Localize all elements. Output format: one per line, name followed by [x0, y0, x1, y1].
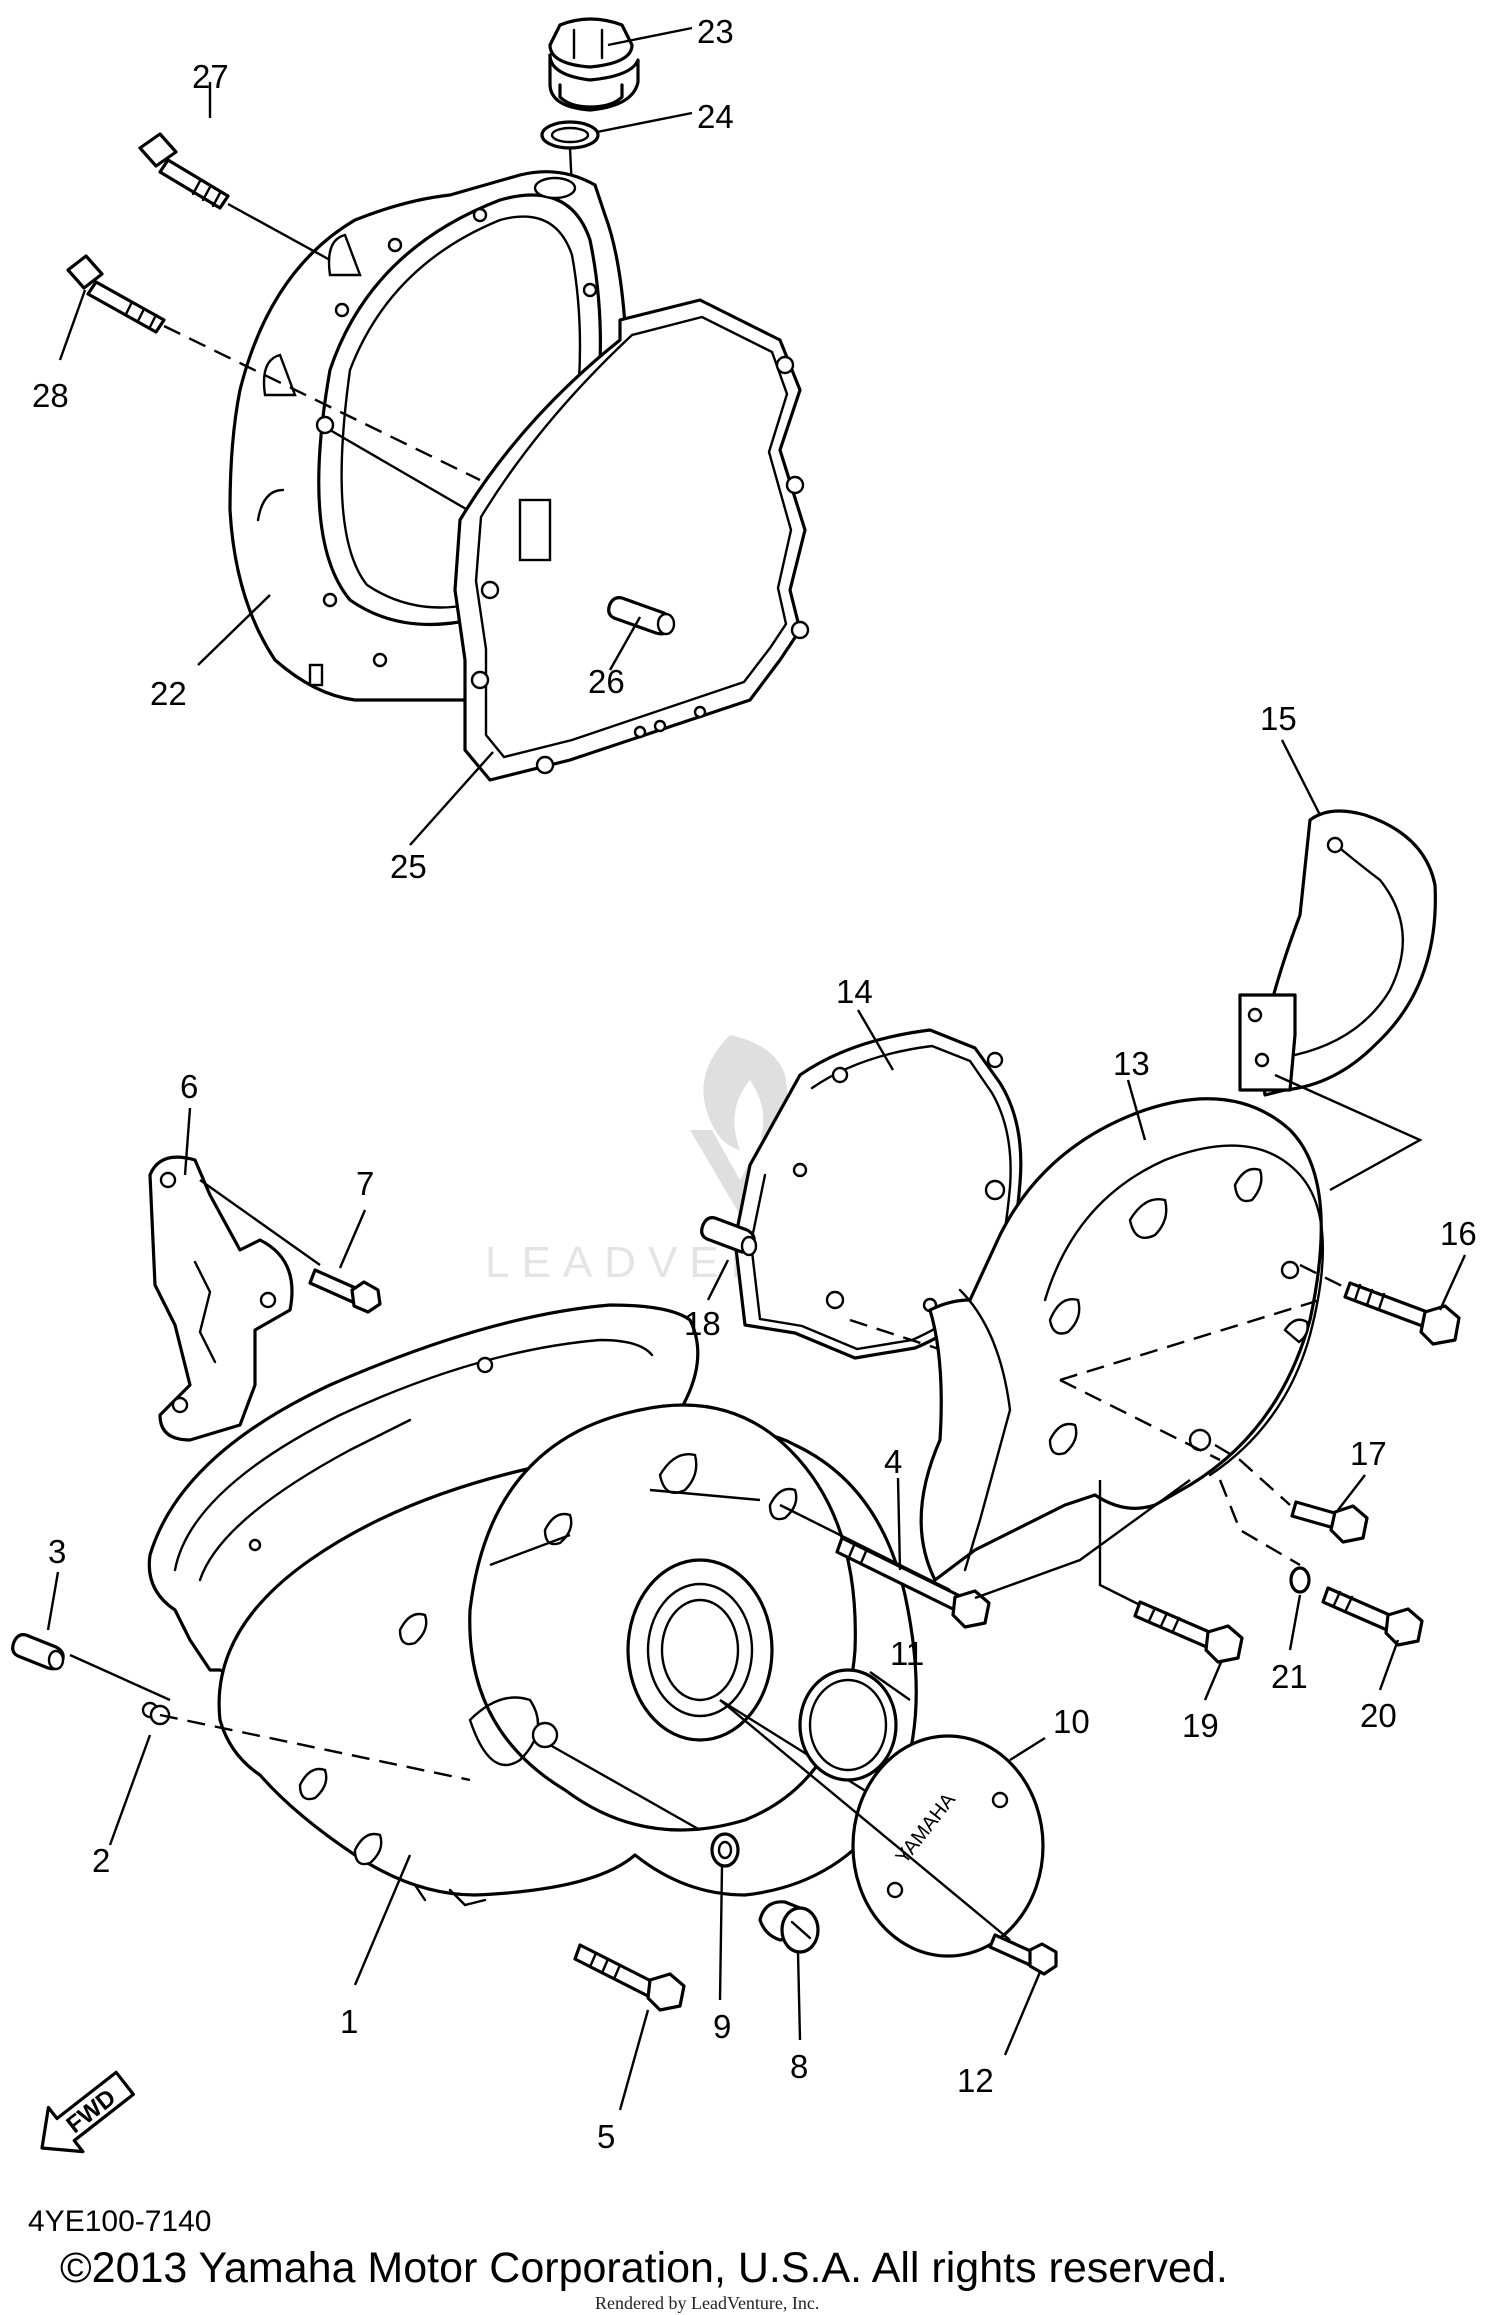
callout-19: 19 — [1182, 1707, 1219, 1744]
callout-7: 7 — [356, 1165, 374, 1202]
filler-cap-o-ring[interactable] — [540, 120, 600, 150]
washer-9[interactable] — [710, 1832, 740, 1868]
callout-8: 8 — [790, 2048, 808, 2085]
bolt-19[interactable] — [1133, 1600, 1244, 1664]
bolt-28[interactable] — [66, 254, 166, 334]
figure-code: 4YE100-7140 — [28, 2205, 212, 2238]
callout-11: 11 — [890, 1635, 924, 1672]
screw-12[interactable] — [988, 1933, 1058, 1976]
oil-filler-cap[interactable] — [548, 17, 640, 112]
bolt-16[interactable] — [1343, 1281, 1461, 1346]
callout-28: 28 — [32, 377, 69, 414]
bolt-17[interactable] — [1290, 1500, 1369, 1544]
callout-2: 2 — [92, 1842, 110, 1879]
bolt-20[interactable] — [1321, 1586, 1424, 1647]
callout-14: 14 — [836, 973, 873, 1010]
screw-7[interactable] — [308, 1268, 382, 1314]
callout-5: 5 — [597, 2118, 615, 2155]
callout-26: 26 — [588, 663, 625, 700]
bolt-4[interactable] — [835, 1536, 991, 1629]
callout-6: 6 — [180, 1068, 198, 1105]
callout-13: 13 — [1113, 1045, 1150, 1082]
callout-1: 1 — [340, 2003, 358, 2040]
callout-22: 22 — [150, 675, 187, 712]
callout-12: 12 — [957, 2062, 994, 2099]
callout-9: 9 — [713, 2008, 731, 2045]
timing-cover-10[interactable]: YAMAHA — [851, 1734, 1045, 1958]
crankcase-cover-guard[interactable] — [1238, 809, 1437, 1097]
callout-25: 25 — [390, 848, 427, 885]
copyright-notice: ©2013 Yamaha Motor Corporation, U.S.A. A… — [60, 2244, 1228, 2292]
callout-15: 15 — [1260, 700, 1297, 737]
callout-20: 20 — [1360, 1697, 1397, 1734]
crankcase-cover-13[interactable] — [919, 1097, 1325, 1582]
callout-23: 23 — [697, 13, 734, 50]
callout-18: 18 — [684, 1305, 721, 1342]
dowel-pin-26[interactable] — [607, 596, 676, 636]
callout-21: 21 — [1271, 1658, 1308, 1695]
callout-16: 16 — [1440, 1215, 1477, 1252]
housing-gasket[interactable] — [453, 298, 810, 782]
callout-27: 27 — [192, 58, 229, 95]
forward-direction-arrow: FWD — [40, 2070, 135, 2154]
callout-labels: 1 2 3 4 5 6 7 8 9 10 11 12 13 14 15 16 1… — [32, 13, 1477, 2155]
o-ring-11[interactable] — [798, 1668, 898, 1782]
washer-21[interactable] — [1289, 1566, 1311, 1594]
dowel-pin-3[interactable] — [11, 1633, 65, 1671]
bracket-6[interactable] — [148, 1155, 294, 1442]
bolt-27[interactable] — [138, 132, 230, 210]
render-note: Rendered by LeadVenture, Inc. — [595, 2293, 820, 2313]
callout-3: 3 — [48, 1533, 66, 1570]
drain-plug-8[interactable] — [758, 1900, 820, 1954]
callout-17: 17 — [1350, 1435, 1387, 1472]
dowel-pin-18[interactable] — [700, 1216, 758, 1257]
bolt-5[interactable] — [573, 1943, 686, 2012]
callout-4: 4 — [884, 1443, 902, 1480]
callout-24: 24 — [697, 98, 734, 135]
callout-10: 10 — [1053, 1703, 1090, 1740]
